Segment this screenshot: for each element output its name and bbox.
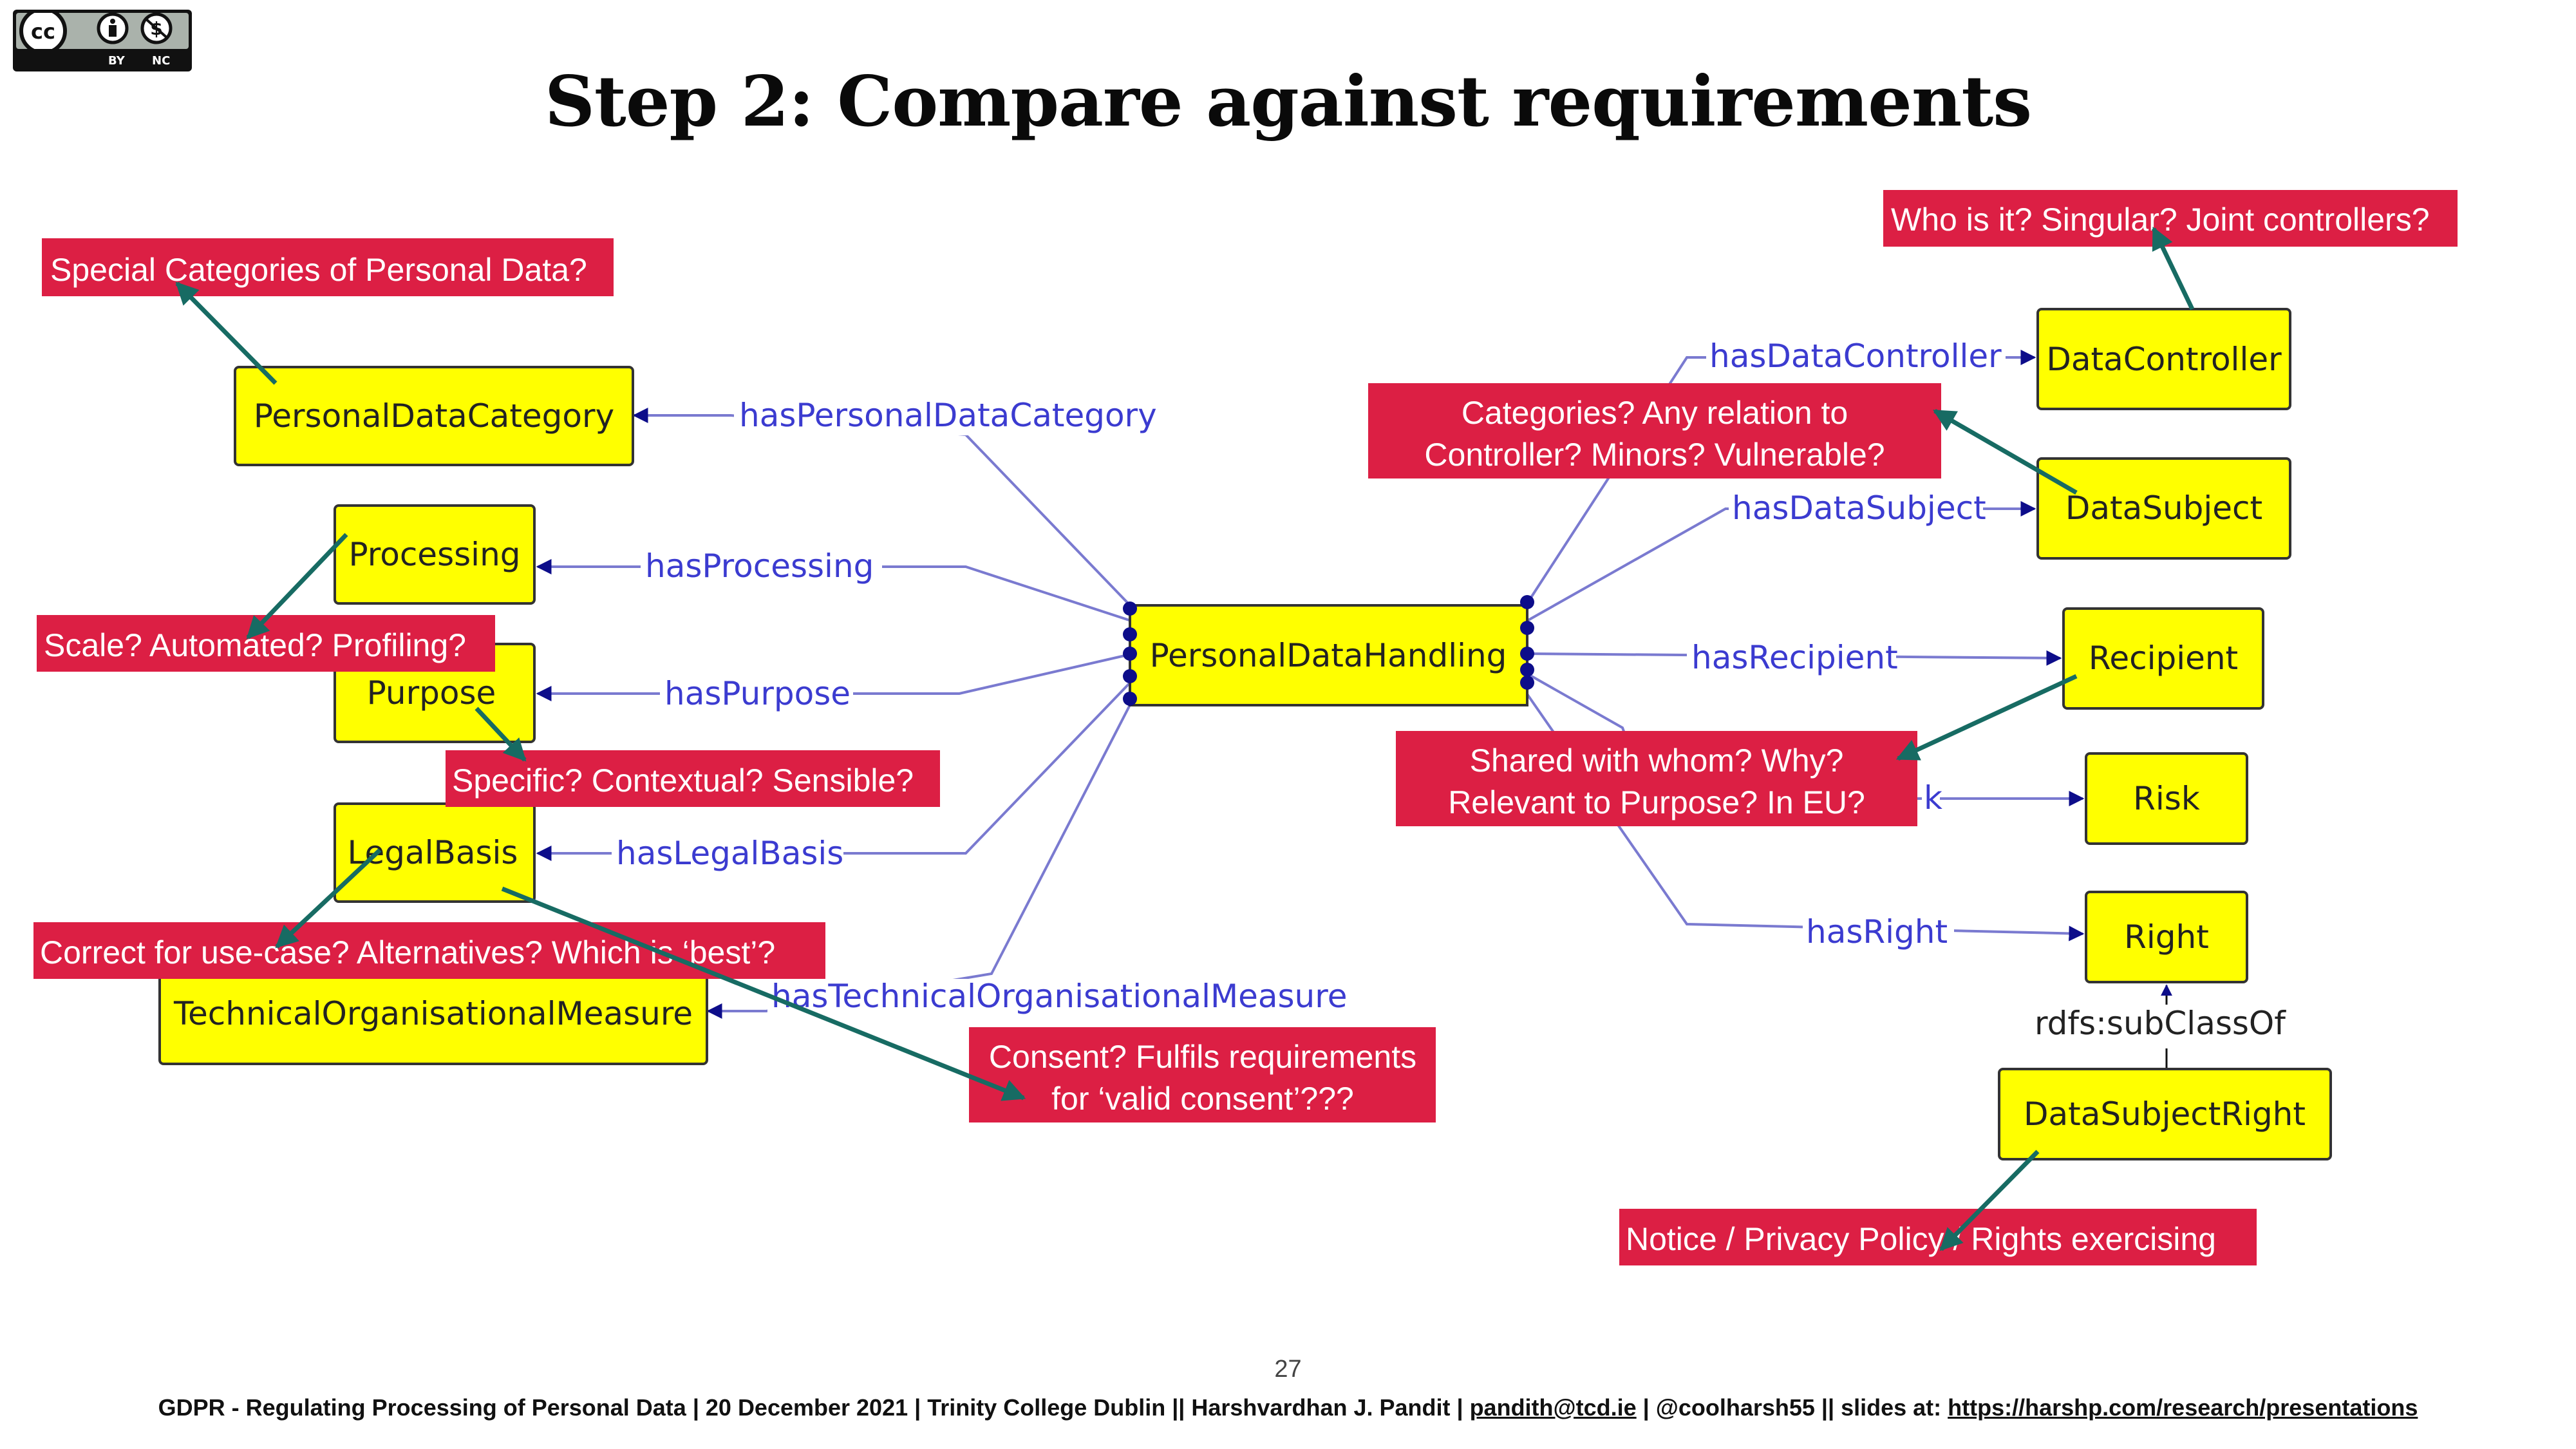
svg-text:Consent? Fulfils requirements: Consent? Fulfils requirements (989, 1039, 1416, 1075)
annotations: Special Categories of Personal Data? Sca… (33, 190, 2458, 1265)
node-risk: Risk (2085, 752, 2248, 845)
svg-text:Risk: Risk (2133, 780, 2200, 817)
svg-text:Shared with whom? Why?: Shared with whom? Why? (1470, 743, 1844, 779)
svg-text:Notice / Privacy Policy / Righ: Notice / Privacy Policy / Rights exercis… (1626, 1221, 2216, 1257)
note-categories: Categories? Any relation to Controller? … (1368, 383, 1941, 478)
svg-text:DataController: DataController (2046, 341, 2282, 378)
node-legal-basis: LegalBasis (334, 802, 536, 903)
nc-label: NC (152, 54, 171, 68)
pointer-special-categories (175, 281, 277, 385)
label-has-tom: hasTechnicalOrganisationalMeasure (771, 978, 1347, 1015)
label-has-right: hasRight (1806, 913, 1948, 951)
label-subclass-of: rdfs:subClassOf (2035, 1005, 2286, 1042)
label-has-legal-basis: hasLegalBasis (616, 835, 843, 872)
svg-text:for ‘valid consent’???: for ‘valid consent’??? (1051, 1081, 1354, 1117)
note-correct: Correct for use-case? Alternatives? Whic… (33, 922, 825, 979)
node-data-subject-right: DataSubjectRight (1998, 1068, 2332, 1160)
label-has-data-subject: hasDataSubject (1732, 489, 1986, 527)
svg-text:Processing: Processing (349, 536, 521, 573)
pointer-who (2151, 226, 2195, 310)
node-right: Right (2085, 891, 2248, 983)
pointer-correct (275, 848, 382, 949)
svg-text:Controller? Minors? Vulnerable: Controller? Minors? Vulnerable? (1424, 437, 1885, 473)
license-icons: cc $ (16, 7, 189, 55)
edge-labels: hasPersonalDataCategory hasProcessing ha… (612, 337, 2299, 1045)
nodes: PersonalDataHandling PersonalDataCategor… (158, 308, 2332, 1160)
svg-text:Correct for use-case? Alternat: Correct for use-case? Alternatives? Whic… (40, 934, 775, 971)
node-data-subject: DataSubject (2036, 457, 2291, 560)
label-has-processing: hasProcessing (645, 547, 874, 585)
footer: GDPR - Regulating Processing of Personal… (0, 1394, 2576, 1421)
pointer-scale (246, 533, 348, 639)
page-number: 27 (1274, 1356, 1302, 1383)
node-tom: TechnicalOrganisationalMeasure (158, 965, 708, 1065)
note-who: Who is it? Singular? Joint controllers? (1883, 190, 2458, 247)
svg-text:Purpose: Purpose (367, 674, 496, 712)
pointer-specific (475, 706, 527, 762)
node-processing: Processing (334, 504, 536, 605)
svg-text:Specific? Contextual? Sensible: Specific? Contextual? Sensible? (452, 762, 914, 799)
note-notice: Notice / Privacy Policy / Rights exercis… (1619, 1209, 2257, 1265)
node-recipient: Recipient (2062, 607, 2264, 710)
label-has-purpose: hasPurpose (664, 675, 851, 712)
by-label: BY (108, 54, 125, 68)
svg-text:DataSubject: DataSubject (2065, 489, 2262, 527)
label-has-data-controller: hasDataController (1709, 337, 2002, 375)
svg-text:DataSubjectRight: DataSubjectRight (2024, 1095, 2306, 1133)
note-special-categories: Special Categories of Personal Data? (42, 238, 614, 296)
license-badge: cc $ BY NC (13, 7, 192, 71)
label-has-personal-data-category: hasPersonalDataCategory (739, 397, 1157, 434)
node-personal-data-handling: PersonalDataHandling (1123, 595, 1534, 706)
pointer-notice (1939, 1150, 2040, 1251)
svg-text:PersonalDataHandling: PersonalDataHandling (1150, 637, 1507, 674)
label-has-risk-partial: k (1924, 779, 1942, 817)
label-has-recipient: hasRecipient (1691, 639, 1898, 676)
note-scale: Scale? Automated? Profiling? (37, 615, 495, 672)
svg-text:TechnicalOrganisationalMeasure: TechnicalOrganisationalMeasure (173, 995, 693, 1032)
svg-text:Categories? Any relation to: Categories? Any relation to (1462, 395, 1848, 431)
svg-text:Relevant to Purpose? In EU?: Relevant to Purpose? In EU? (1448, 784, 1865, 820)
svg-text:cc: cc (31, 19, 55, 44)
svg-text:Recipient: Recipient (2089, 639, 2238, 677)
svg-text:LegalBasis: LegalBasis (348, 834, 518, 871)
note-shared: Shared with whom? Why? Relevant to Purpo… (1396, 731, 1917, 826)
node-data-controller: DataController (2036, 308, 2291, 410)
svg-text:Special Categories of Personal: Special Categories of Personal Data? (50, 252, 587, 288)
pointer-consent (501, 886, 1026, 1101)
footer-url-link[interactable]: https://harshp.com/research/presentation… (1948, 1394, 2418, 1421)
note-consent: Consent? Fulfils requirements for ‘valid… (969, 1027, 1436, 1122)
footer-text-pre: GDPR - Regulating Processing of Personal… (158, 1394, 1470, 1421)
note-specific: Specific? Contextual? Sensible? (446, 750, 940, 807)
nc-icon: $ (140, 12, 173, 44)
footer-email-link[interactable]: pandith@tcd.ie (1469, 1394, 1637, 1421)
footer-text-mid: | @coolharsh55 || slides at: (1636, 1394, 1948, 1421)
node-personal-data-category: PersonalDataCategory (234, 366, 634, 466)
slide-title: Step 2: Compare against requirements (544, 61, 2032, 142)
pointer-shared (1895, 674, 2078, 761)
svg-text:Right: Right (2124, 918, 2209, 956)
pointer-categories (1932, 408, 2078, 495)
svg-text:Who is it? Singular? Joint con: Who is it? Singular? Joint controllers? (1891, 202, 2430, 238)
svg-text:PersonalDataCategory: PersonalDataCategory (254, 397, 614, 435)
by-icon (97, 12, 129, 44)
